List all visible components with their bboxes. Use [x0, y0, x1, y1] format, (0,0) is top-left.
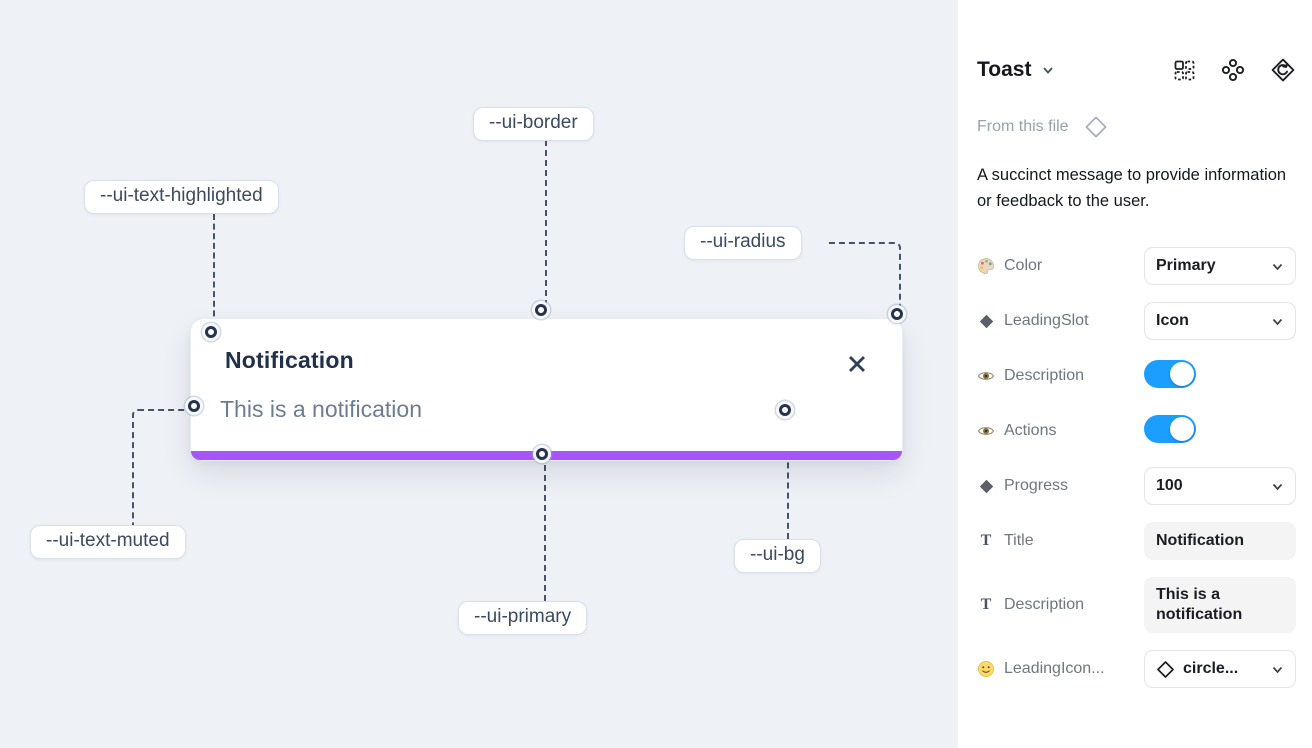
- property-row-description-toggle: Description: [977, 357, 1296, 395]
- properties-panel: Toast: [958, 0, 1312, 748]
- connector-line-bg: [787, 422, 789, 539]
- toast-description: This is a notification: [220, 396, 422, 422]
- property-rows: Color Primary: [977, 247, 1296, 688]
- smiley-icon: [977, 660, 995, 678]
- leadingicon-select[interactable]: circle...: [1144, 650, 1296, 688]
- connector-line-primary: [544, 465, 546, 601]
- property-row-description-field: T Description This is a notification: [977, 577, 1296, 633]
- anchor-node-text-highlighted: [205, 326, 217, 338]
- component-description: A succinct message to provide informatio…: [977, 166, 1287, 210]
- component-name: Toast: [977, 58, 1032, 81]
- design-canvas[interactable]: Notification This is a notification --ui…: [0, 0, 958, 748]
- title-field[interactable]: Notification: [1144, 522, 1296, 560]
- property-row-leadingslot: LeadingSlot Icon: [977, 302, 1296, 340]
- callout-ui-primary: --ui-primary: [458, 601, 588, 635]
- leadingslot-select[interactable]: Icon: [1144, 302, 1296, 340]
- close-icon[interactable]: [846, 353, 868, 375]
- chevron-down-icon: [1272, 483, 1283, 490]
- palette-icon: [977, 257, 995, 275]
- callout-ui-radius: --ui-radius: [684, 226, 802, 260]
- callout-ui-bg: --ui-bg: [734, 539, 821, 573]
- description-field[interactable]: This is a notification: [1144, 577, 1296, 633]
- source-row: From this file: [977, 114, 1296, 140]
- text-icon: T: [980, 596, 992, 613]
- toast-preview[interactable]: Notification This is a notification: [190, 318, 903, 461]
- property-label-leadingicon: LeadingIcon...: [1004, 660, 1105, 677]
- color-select[interactable]: Primary: [1144, 247, 1296, 285]
- connector-line-radius: [829, 242, 901, 308]
- property-label-leadingslot: LeadingSlot: [1004, 312, 1089, 329]
- component-icon[interactable]: [1221, 58, 1245, 82]
- property-label-title: Title: [1004, 532, 1034, 549]
- icon-diamond-outline: [1156, 660, 1175, 679]
- property-label-color: Color: [1004, 257, 1043, 274]
- callout-ui-text-highlighted: --ui-text-highlighted: [84, 180, 279, 214]
- diamond-outline-icon: [1083, 114, 1109, 140]
- eye-icon: [977, 422, 995, 440]
- connector-line-text-highlighted: [213, 214, 215, 326]
- property-row-actions-toggle: Actions: [977, 412, 1296, 450]
- diamond-icon: [977, 479, 995, 494]
- property-row-progress: Progress 100: [977, 467, 1296, 505]
- chevron-down-icon[interactable]: [1041, 63, 1055, 77]
- property-row-leadingicon: LeadingIcon... circle...: [977, 650, 1296, 688]
- connector-line-text-muted: [132, 409, 189, 526]
- anchor-node-radius: [891, 308, 903, 320]
- anchor-node-primary: [536, 448, 548, 460]
- diamond-icon: [977, 314, 995, 329]
- property-label-description: Description: [1004, 367, 1085, 384]
- connector-line-border: [545, 140, 547, 306]
- chevron-down-icon: [1272, 666, 1283, 673]
- anchor-node-border: [535, 304, 547, 316]
- swap-instance-icon[interactable]: [1270, 57, 1296, 83]
- source-label: From this file: [977, 118, 1069, 135]
- panel-header: Toast: [977, 57, 1296, 83]
- callout-ui-text-muted: --ui-text-muted: [30, 525, 186, 559]
- variants-grid-icon[interactable]: [1173, 59, 1196, 82]
- text-icon: T: [980, 532, 992, 549]
- toast-title: Notification: [225, 347, 354, 373]
- chevron-down-icon: [1272, 318, 1283, 325]
- property-label-actions: Actions: [1004, 422, 1057, 439]
- progress-select[interactable]: 100: [1144, 467, 1296, 505]
- property-label-description-field: Description: [1004, 596, 1085, 613]
- actions-toggle[interactable]: [1144, 414, 1196, 443]
- chevron-down-icon: [1272, 263, 1283, 270]
- anchor-node-text-muted: [188, 400, 200, 412]
- callout-ui-border: --ui-border: [473, 107, 594, 141]
- property-row-color: Color Primary: [977, 247, 1296, 285]
- anchor-node-bg: [779, 404, 791, 416]
- eye-icon: [977, 367, 995, 385]
- description-toggle[interactable]: [1144, 359, 1196, 388]
- property-row-title: T Title Notification: [977, 522, 1296, 560]
- property-label-progress: Progress: [1004, 477, 1069, 494]
